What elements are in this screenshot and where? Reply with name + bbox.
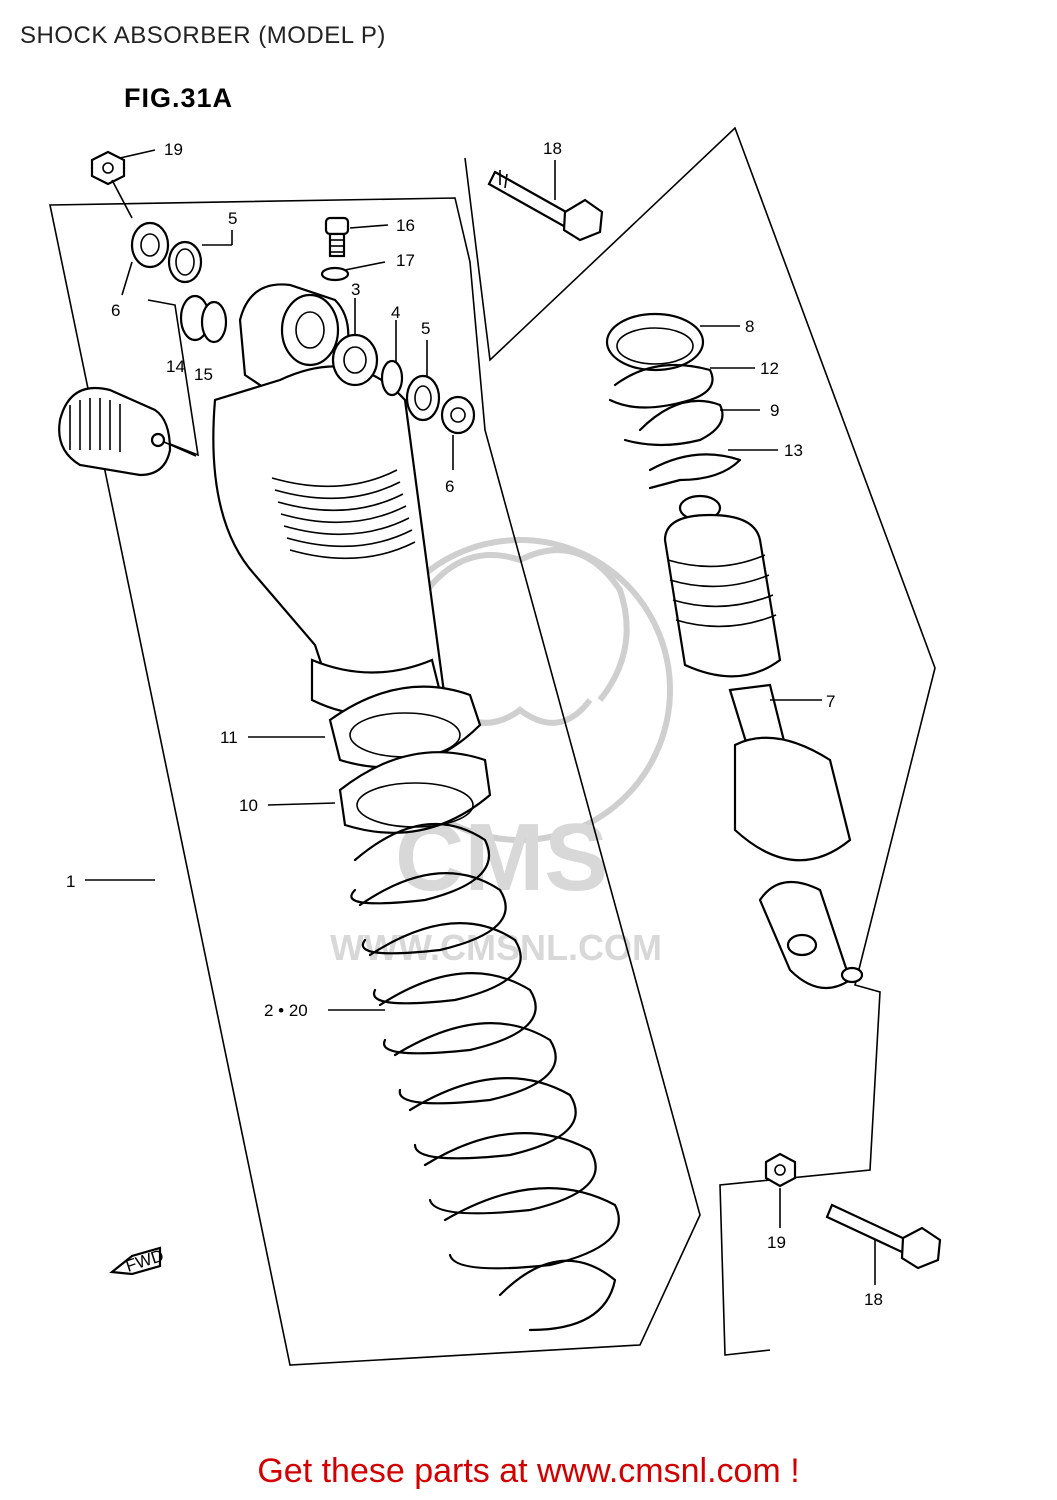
- nut-19-top: [90, 149, 156, 219]
- callout-2-20: 2 • 20: [264, 1001, 308, 1020]
- callout-7: 7: [826, 692, 835, 711]
- damper-cartridge-7: [663, 494, 864, 990]
- page-title: SHOCK ABSORBER (MODEL P): [20, 22, 386, 49]
- bushing-set-right: [331, 333, 476, 435]
- callout-3: 3: [351, 280, 360, 299]
- callout-8: 8: [745, 317, 754, 336]
- figure-label: FIG.31A: [124, 83, 234, 113]
- right-assembly-frame: [464, 126, 936, 1356]
- bolt-18-top: [487, 170, 604, 242]
- callout-5-right: 5: [421, 319, 430, 338]
- fwd-arrow-icon: FWD: [109, 1246, 166, 1276]
- spring-seats: [328, 685, 492, 834]
- callout-13: 13: [784, 441, 803, 460]
- reservoir-cap: [58, 386, 197, 477]
- callout-10: 10: [239, 796, 258, 815]
- callout-9: 9: [770, 401, 779, 420]
- callout-17: 17: [396, 251, 415, 270]
- callout-labels: 19 5 6 14 15 16 17 3 4 5 6 18 8 12 9 13 …: [66, 139, 883, 1309]
- bushing-set-top-left: [130, 221, 228, 457]
- callout-16: 16: [396, 216, 415, 235]
- spring-rings-set: [605, 312, 742, 490]
- callout-6-right: 6: [445, 477, 454, 496]
- callout-19-bottom: 19: [767, 1233, 786, 1252]
- nut-19-bottom: [764, 1152, 797, 1188]
- callout-19: 19: [164, 140, 183, 159]
- callout-14: 14: [166, 357, 185, 376]
- callout-15: 15: [194, 365, 213, 384]
- bolt-16: [320, 216, 350, 282]
- callout-11: 11: [220, 728, 238, 747]
- callout-6: 6: [111, 301, 120, 320]
- callout-12: 12: [760, 359, 779, 378]
- callout-4: 4: [391, 303, 400, 322]
- leader-lines: [85, 160, 876, 1285]
- main-spring: [350, 822, 620, 1332]
- footer-link[interactable]: Get these parts at www.cmsnl.com !: [257, 1452, 800, 1490]
- callout-18: 18: [543, 139, 562, 158]
- shock-body: [212, 283, 447, 720]
- callout-1: 1: [66, 872, 75, 891]
- callout-5: 5: [228, 209, 237, 228]
- left-assembly-frame: [49, 197, 701, 1366]
- callout-18-bottom: 18: [864, 1290, 883, 1309]
- watermark-url: WWW.CMSNL.COM: [330, 927, 662, 968]
- bolt-18-bottom: [825, 1203, 942, 1270]
